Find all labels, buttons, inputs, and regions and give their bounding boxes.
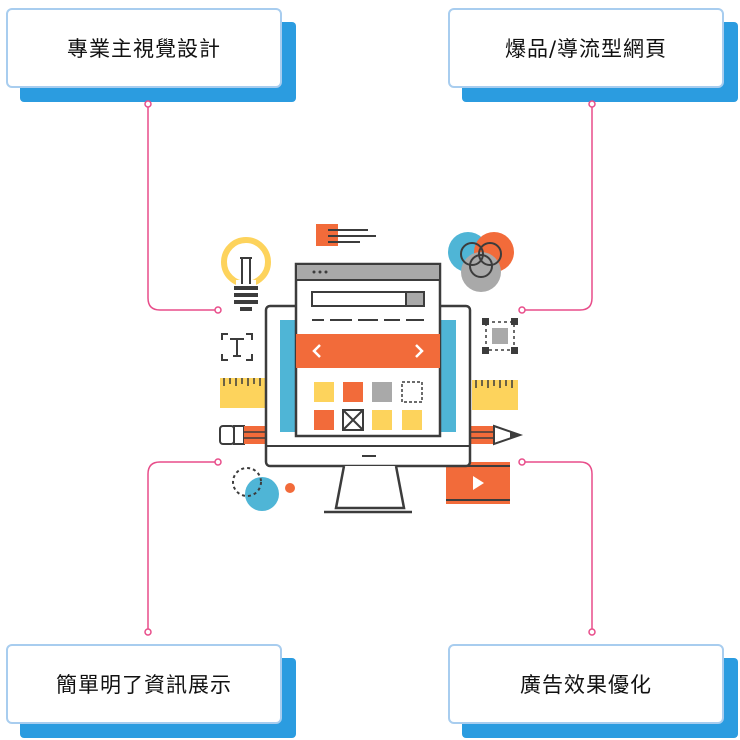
text-tool-icon: [221, 333, 253, 361]
browser-window-icon: [294, 262, 442, 438]
pencil-right-icon: [470, 424, 524, 446]
note-icon: [316, 224, 376, 246]
card-label: 爆品/導流型網頁: [504, 37, 668, 61]
feature-card-info-display: 簡單明了資訊展示: [6, 644, 296, 738]
card-label: 廣告效果優化: [520, 673, 652, 697]
feature-card-visual-design: 專業主視覺設計: [6, 8, 296, 102]
card-box: 爆品/導流型網頁: [448, 8, 724, 88]
connector-bottom-left: [147, 461, 218, 632]
selection-icon: [482, 318, 518, 354]
pencil-icon: [219, 425, 268, 445]
connector-lines: [147, 104, 593, 632]
card-label: 簡單明了資訊展示: [56, 673, 232, 697]
ruler-right-icon: [472, 380, 518, 410]
feature-card-landing-page: 爆品/導流型網頁: [448, 8, 738, 102]
connector-bottom-right: [522, 461, 593, 632]
feature-card-ad-optimization: 廣告效果優化: [448, 644, 738, 738]
color-wheel-icon: [448, 232, 514, 292]
connector-top-left: [147, 104, 218, 311]
card-box: 簡單明了資訊展示: [6, 644, 282, 724]
card-box: 專業主視覺設計: [6, 8, 282, 88]
lightbulb-icon: [221, 237, 271, 311]
card-label: 專業主視覺設計: [67, 37, 221, 61]
card-box: 廣告效果優化: [448, 644, 724, 724]
circles-icon: [232, 467, 295, 511]
ruler-icon: [220, 378, 266, 408]
video-play-icon: [446, 462, 510, 504]
connector-dots: [144, 100, 596, 636]
connector-top-right: [522, 104, 593, 311]
